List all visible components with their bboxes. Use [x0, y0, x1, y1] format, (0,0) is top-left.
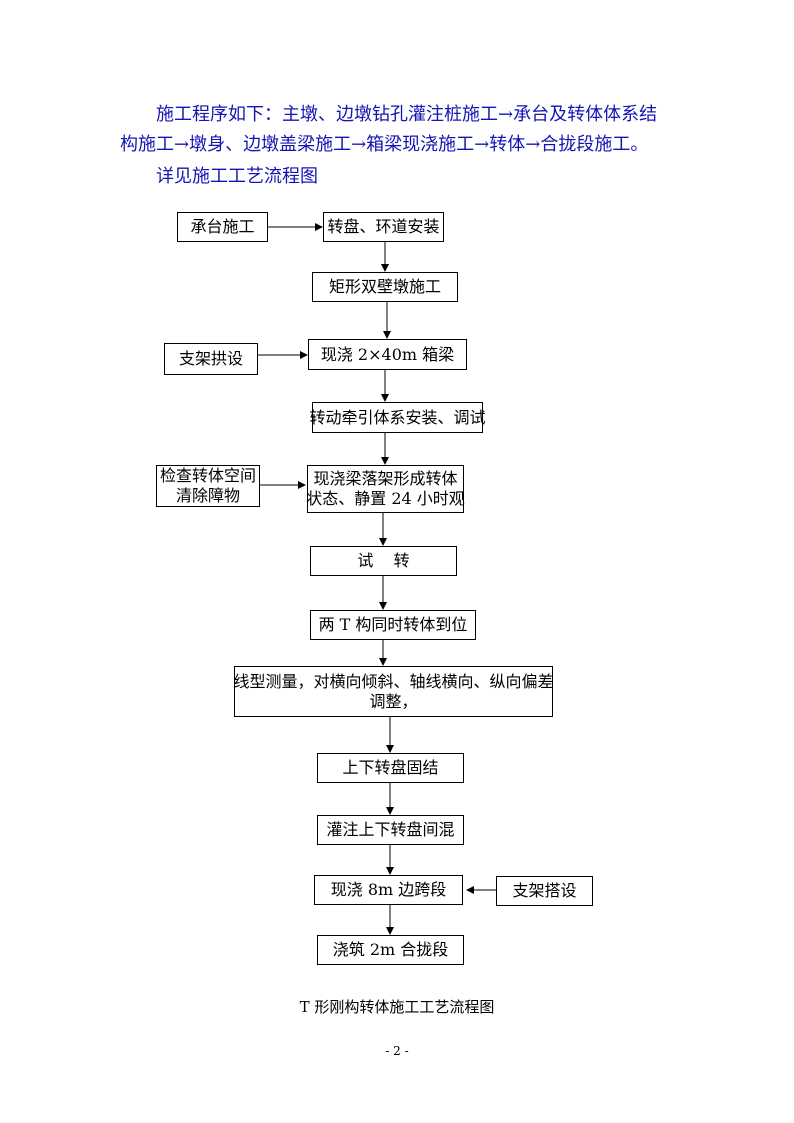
- input-support-setup: 支架拱设: [164, 343, 258, 375]
- step-trial-rotation: 试 转: [310, 546, 457, 576]
- figure-caption: T 形刚构转体施工工艺流程图: [299, 998, 495, 1016]
- step-turntable-fix: 上下转盘固结: [317, 753, 464, 783]
- input-cap-construction: 承台施工: [177, 212, 268, 242]
- intro-line-3: 详见施工工艺流程图: [156, 166, 318, 187]
- page-number: - 2 -: [385, 1044, 409, 1058]
- step-traction-system: 转动牵引体系安装、调试: [310, 402, 486, 433]
- step-box-girder-cast: 现浇 2×40m 箱梁: [308, 339, 467, 370]
- step-side-span-cast: 现浇 8m 边跨段: [314, 875, 463, 905]
- step-grout-turntable: 灌注上下转盘间混: [317, 815, 464, 845]
- intro-paragraph: 施工程序如下：主墩、边墩钻孔灌注桩施工→承台及转体体系结 构施工→墩身、边墩盖梁…: [120, 100, 680, 200]
- step-closure-segment: 浇筑 2m 合拢段: [317, 935, 464, 965]
- step-pier-construction: 矩形双壁墩施工: [312, 272, 458, 302]
- input-check-space: 检查转体空间 清除障物: [156, 465, 260, 507]
- input-support-erect: 支架搭设: [496, 876, 593, 906]
- step-turntable-install: 转盘、环道安装: [323, 212, 444, 242]
- step-rotation-in-place: 两 T 构同时转体到位: [310, 610, 476, 640]
- step-form-rotation-state: 现浇梁落架形成转体 状态、静置 24 小时观: [306, 465, 465, 513]
- intro-line-2: 构施工→墩身、边墩盖梁施工→箱梁现浇施工→转体→合拢段施工。: [120, 134, 649, 155]
- intro-line-1: 施工程序如下：主墩、边墩钻孔灌注桩施工→承台及转体体系结: [156, 104, 658, 125]
- step-alignment-adjust: 线型测量，对横向倾斜、轴线横向、纵向偏差 调整，: [234, 666, 554, 717]
